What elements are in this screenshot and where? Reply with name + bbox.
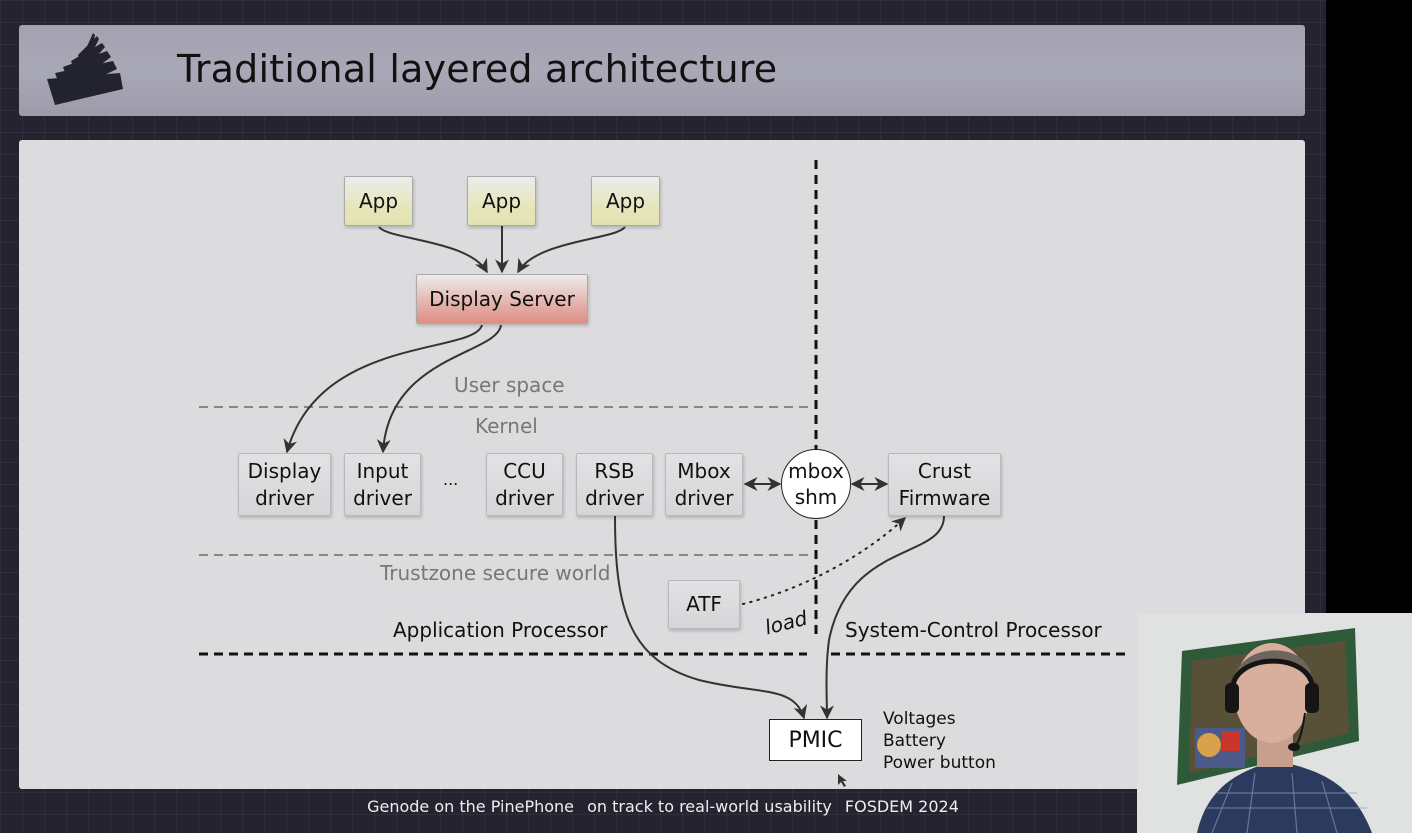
slide-background: Traditional layered architecture (0, 0, 1326, 833)
slide-title: Traditional layered architecture (177, 47, 778, 91)
driver-label: driver (255, 485, 314, 510)
driver-label: driver (353, 485, 412, 510)
mbox-shm-label: mbox (788, 459, 844, 483)
footer-subtitle: on track to real-world usability (587, 797, 832, 816)
pmic-info-item: Power button (883, 753, 996, 773)
crust-label: Firmware (898, 485, 991, 510)
title-bar: Traditional layered architecture (19, 25, 1305, 116)
arrow-app1-ds (378, 226, 488, 274)
arrow-rsb-pmic (614, 515, 808, 720)
pmic-info-item: Battery (883, 731, 946, 751)
presenter-video-frame (1137, 613, 1412, 833)
mbox-shm-label: shm (794, 485, 838, 509)
driver-label: driver (674, 485, 734, 510)
pmic-info-item: Voltages (883, 709, 956, 729)
atf-label: ATF (686, 592, 722, 616)
pmic-box: PMIC (769, 719, 862, 761)
pmic-info-list: Voltages Battery Power button (883, 708, 996, 774)
genode-logo-icon (47, 33, 123, 105)
app-label: App (358, 188, 399, 213)
app-box-3: App (591, 176, 660, 226)
driver-label: driver (495, 485, 554, 510)
driver-label: Mbox (677, 458, 731, 483)
ellipsis: ... (443, 470, 459, 489)
presenter-webcam (1137, 613, 1412, 833)
driver-label: RSB (594, 458, 635, 483)
slide-content: load App App App Display Server User spa… (19, 140, 1305, 789)
mouse-cursor-icon (838, 774, 847, 787)
display-server-box: Display Server (416, 274, 588, 324)
driver-label: Display (247, 458, 322, 483)
crust-label: Crust (917, 458, 972, 483)
load-label: load (762, 606, 810, 640)
kernel-label: Kernel (475, 414, 538, 438)
user-space-label: User space (454, 373, 565, 397)
app-label: App (481, 188, 522, 213)
app-label: App (605, 188, 646, 213)
trustzone-label: Trustzone secure world (380, 561, 611, 585)
slide-footer: Genode on the PinePhone on track to real… (0, 797, 1326, 816)
application-processor-label: Application Processor (393, 618, 608, 642)
footer-event: FOSDEM 2024 (844, 797, 959, 816)
pmic-label: PMIC (788, 727, 843, 753)
display-server-label: Display Server (429, 286, 575, 311)
presenter (1197, 763, 1372, 833)
arrow-ds-input-driver (376, 324, 502, 454)
footer-talk-title: Genode on the PinePhone (367, 797, 574, 816)
arrow-app3-ds (517, 226, 626, 274)
driver-label: CCU (503, 458, 546, 483)
app-box-2: App (467, 176, 536, 226)
driver-label: Input (356, 458, 409, 483)
arrow-ds-display-driver (283, 324, 483, 454)
arrow-atf-load-crust (742, 517, 907, 605)
app-box-1: App (344, 176, 413, 226)
driver-label: driver (585, 485, 644, 510)
arrow-crust-pmic (819, 515, 945, 720)
atf-box: ATF (668, 580, 740, 629)
system-control-processor-label: System-Control Processor (845, 618, 1102, 642)
diagram-connectors: load (199, 160, 1127, 720)
